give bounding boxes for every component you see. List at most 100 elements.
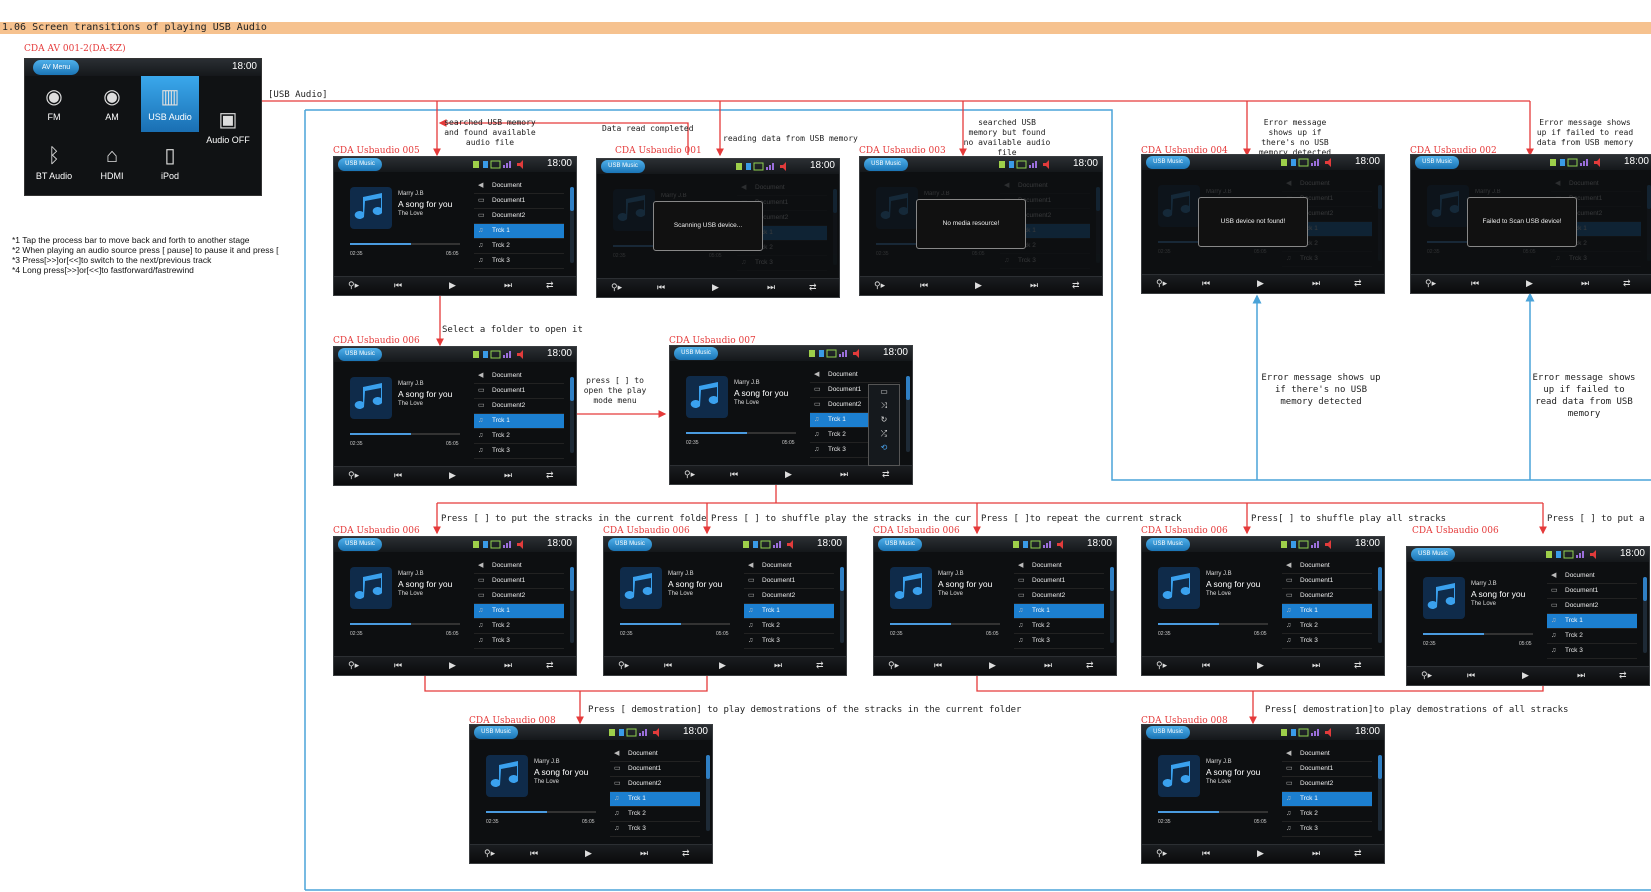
scrollbar[interactable] bbox=[1110, 567, 1114, 643]
scrollbar-thumb[interactable] bbox=[906, 376, 910, 400]
progress-bar[interactable] bbox=[1158, 623, 1268, 625]
play-icon[interactable]: ▶ bbox=[449, 660, 456, 670]
search-play-icon[interactable]: ⚲▸ bbox=[684, 469, 696, 479]
list-item[interactable]: ◀Document bbox=[1551, 177, 1641, 192]
list-item[interactable]: ♫Trck 3 bbox=[737, 256, 827, 271]
progress-bar[interactable] bbox=[890, 623, 1000, 625]
progress-bar[interactable] bbox=[350, 433, 460, 435]
play-icon[interactable]: ▶ bbox=[712, 282, 719, 292]
scrollbar[interactable] bbox=[1378, 755, 1382, 831]
play-mode-icon[interactable]: ⇄ bbox=[1619, 670, 1627, 680]
scrollbar-thumb[interactable] bbox=[570, 567, 574, 591]
list-item[interactable]: ▭Document2 bbox=[474, 209, 564, 224]
play-icon[interactable]: ▶ bbox=[585, 848, 592, 858]
list-item[interactable]: ♫Trck 3 bbox=[610, 822, 700, 837]
previous-icon[interactable]: ⏮ bbox=[394, 280, 403, 290]
next-icon[interactable]: ⏭ bbox=[1581, 278, 1590, 288]
play-mode-icon[interactable]: ⇄ bbox=[1354, 848, 1362, 858]
scrollbar-thumb[interactable] bbox=[833, 189, 837, 213]
scrollbar[interactable] bbox=[840, 567, 844, 643]
list-item[interactable]: ▭Document2 bbox=[1014, 589, 1104, 604]
list-item[interactable]: ◀Document bbox=[744, 559, 834, 574]
search-play-icon[interactable]: ⚲▸ bbox=[348, 470, 360, 480]
next-icon[interactable]: ⏭ bbox=[1312, 278, 1321, 288]
av-item-ipod[interactable]: ▯iPod bbox=[141, 135, 199, 191]
play-icon[interactable]: ▶ bbox=[449, 280, 456, 290]
repeat-one-icon[interactable]: ↻ bbox=[880, 415, 888, 424]
list-item[interactable]: ♫Trck 3 bbox=[1551, 252, 1641, 267]
previous-icon[interactable]: ⏮ bbox=[530, 848, 539, 858]
next-icon[interactable]: ⏭ bbox=[504, 280, 513, 290]
scrollbar[interactable] bbox=[570, 187, 574, 263]
scrollbar[interactable] bbox=[906, 376, 910, 452]
list-item[interactable]: ▭Document1 bbox=[474, 194, 564, 209]
list-item[interactable]: ♫Trck 2 bbox=[1547, 629, 1637, 644]
next-icon[interactable]: ⏭ bbox=[1030, 280, 1039, 290]
scrollbar[interactable] bbox=[833, 189, 837, 265]
scrollbar[interactable] bbox=[570, 567, 574, 643]
next-icon[interactable]: ⏭ bbox=[1044, 660, 1053, 670]
list-item[interactable]: ♫Trck 2 bbox=[1014, 619, 1104, 634]
list-item-active[interactable]: ♫Trck 1 bbox=[474, 604, 564, 619]
list-item[interactable]: ▭Document2 bbox=[474, 589, 564, 604]
list-item[interactable]: ▭Document1 bbox=[1282, 574, 1372, 589]
list-item[interactable]: ▭Document1 bbox=[474, 574, 564, 589]
list-item[interactable]: ♫Trck 3 bbox=[474, 444, 564, 459]
list-item[interactable]: ◀Document bbox=[1014, 559, 1104, 574]
list-item[interactable]: ♫Trck 2 bbox=[1282, 619, 1372, 634]
play-mode-icon[interactable]: ⇄ bbox=[1072, 280, 1080, 290]
play-icon[interactable]: ▶ bbox=[989, 660, 996, 670]
list-item-active[interactable]: ♫Trck 1 bbox=[1547, 614, 1637, 629]
list-item[interactable]: ◀Document bbox=[737, 181, 827, 196]
previous-icon[interactable]: ⏮ bbox=[1202, 848, 1211, 858]
list-item[interactable]: ♫Trck 3 bbox=[1282, 252, 1372, 267]
list-item[interactable]: ▭Document1 bbox=[1014, 574, 1104, 589]
search-play-icon[interactable]: ⚲▸ bbox=[1156, 848, 1168, 858]
scrollbar[interactable] bbox=[1647, 185, 1651, 261]
list-item[interactable]: ▭Document2 bbox=[1282, 589, 1372, 604]
progress-bar[interactable] bbox=[1158, 811, 1268, 813]
list-item[interactable]: ♫Trck 2 bbox=[1282, 807, 1372, 822]
scrollbar[interactable] bbox=[706, 755, 710, 831]
list-item[interactable]: ♫Trck 3 bbox=[1014, 634, 1104, 649]
next-icon[interactable]: ⏭ bbox=[774, 660, 783, 670]
list-item[interactable]: ◀Document bbox=[474, 179, 564, 194]
list-item[interactable]: ▭Document2 bbox=[744, 589, 834, 604]
list-item[interactable]: ♫Trck 2 bbox=[474, 239, 564, 254]
previous-icon[interactable]: ⏮ bbox=[1467, 670, 1476, 680]
next-icon[interactable]: ⏭ bbox=[767, 282, 776, 292]
list-item[interactable]: ♫Trck 2 bbox=[474, 619, 564, 634]
play-mode-icon[interactable]: ⇄ bbox=[546, 470, 554, 480]
list-item[interactable]: ◀Document bbox=[1282, 559, 1372, 574]
list-item-active[interactable]: ♫Trck 1 bbox=[610, 792, 700, 807]
list-item-active[interactable]: ♫Trck 1 bbox=[1282, 604, 1372, 619]
play-icon[interactable]: ▶ bbox=[1526, 278, 1533, 288]
scrollbar-thumb[interactable] bbox=[1096, 187, 1100, 211]
progress-bar[interactable] bbox=[486, 811, 596, 813]
search-play-icon[interactable]: ⚲▸ bbox=[611, 282, 623, 292]
scrollbar[interactable] bbox=[570, 377, 574, 453]
play-icon[interactable]: ▶ bbox=[975, 280, 982, 290]
list-item[interactable]: ◀Document bbox=[474, 559, 564, 574]
progress-bar[interactable] bbox=[1423, 633, 1533, 635]
search-play-icon[interactable]: ⚲▸ bbox=[1156, 278, 1168, 288]
list-item[interactable]: ▭Document1 bbox=[474, 384, 564, 399]
progress-bar[interactable] bbox=[620, 623, 730, 625]
next-icon[interactable]: ⏭ bbox=[840, 469, 849, 479]
previous-icon[interactable]: ⏮ bbox=[934, 660, 943, 670]
scrollbar-thumb[interactable] bbox=[1647, 185, 1651, 209]
list-item[interactable]: ♫Trck 2 bbox=[474, 429, 564, 444]
list-item[interactable]: ▭Document1 bbox=[1547, 584, 1637, 599]
scrollbar-thumb[interactable] bbox=[840, 567, 844, 591]
play-mode-icon[interactable]: ⇄ bbox=[809, 282, 817, 292]
list-item[interactable]: ♫Trck 3 bbox=[1282, 822, 1372, 837]
list-item[interactable]: ♫Trck 2 bbox=[610, 807, 700, 822]
scrollbar-thumb[interactable] bbox=[1378, 755, 1382, 779]
list-item[interactable]: ▭Document2 bbox=[474, 399, 564, 414]
av-item-usb-audio[interactable]: ▥USB Audio bbox=[141, 76, 199, 132]
search-play-icon[interactable]: ⚲▸ bbox=[484, 848, 496, 858]
list-item[interactable]: ◀Document bbox=[1547, 569, 1637, 584]
list-item[interactable]: ♫Trck 3 bbox=[1000, 254, 1090, 269]
list-item[interactable]: ◀Document bbox=[810, 368, 900, 383]
play-mode-icon[interactable]: ⇄ bbox=[1354, 278, 1362, 288]
